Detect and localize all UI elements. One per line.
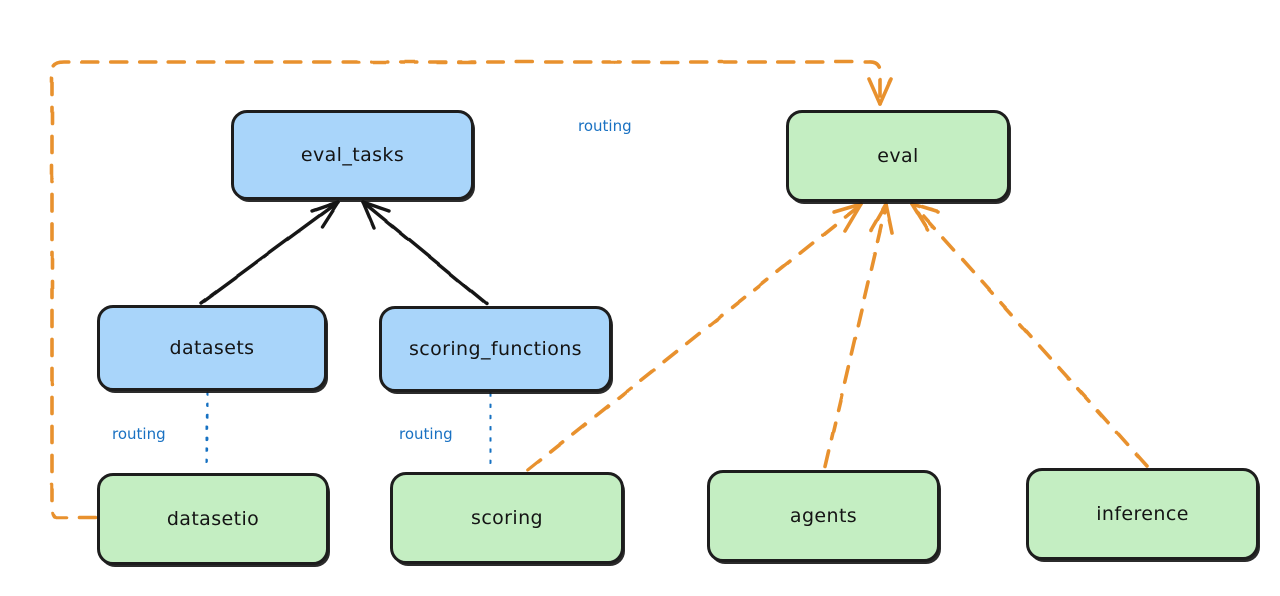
node-agents[interactable]: agents bbox=[707, 470, 940, 562]
node-scoring-functions-label: scoring_functions bbox=[409, 338, 582, 360]
edge-inference-to-eval bbox=[910, 202, 1149, 468]
node-agents-label: agents bbox=[789, 505, 858, 527]
node-eval-label: eval bbox=[877, 145, 919, 167]
node-eval-tasks[interactable]: eval_tasks bbox=[231, 110, 474, 200]
node-scoring-functions[interactable]: scoring_functions bbox=[379, 306, 612, 392]
edge-label-routing-datasets-datasetio: routing bbox=[112, 425, 166, 443]
node-inference[interactable]: inference bbox=[1026, 468, 1259, 560]
edge-label-routing-scoring-functions-scoring: routing bbox=[399, 425, 453, 443]
node-scoring[interactable]: scoring bbox=[390, 472, 624, 564]
node-datasets-label: datasets bbox=[169, 337, 255, 359]
node-inference-label: inference bbox=[1096, 503, 1189, 525]
edge-label-routing-eval-tasks-eval: routing bbox=[578, 117, 632, 135]
node-datasetio-label: datasetio bbox=[166, 508, 260, 530]
edge-scoring-functions-to-scoring bbox=[488, 392, 493, 472]
edge-datasets-to-datasetio bbox=[204, 391, 210, 473]
edge-datasets-to-eval-tasks bbox=[199, 200, 340, 305]
node-datasetio[interactable]: datasetio bbox=[97, 473, 329, 565]
edge-scoring-to-eval bbox=[526, 202, 863, 472]
node-scoring-label: scoring bbox=[471, 507, 543, 529]
node-eval-tasks-label: eval_tasks bbox=[300, 144, 405, 166]
node-datasets[interactable]: datasets bbox=[97, 305, 327, 391]
edge-datasetio-to-eval bbox=[50, 60, 893, 520]
node-eval[interactable]: eval bbox=[786, 110, 1010, 202]
edge-scoring-functions-to-eval-tasks bbox=[361, 200, 489, 306]
edge-agents-to-eval bbox=[823, 202, 894, 469]
